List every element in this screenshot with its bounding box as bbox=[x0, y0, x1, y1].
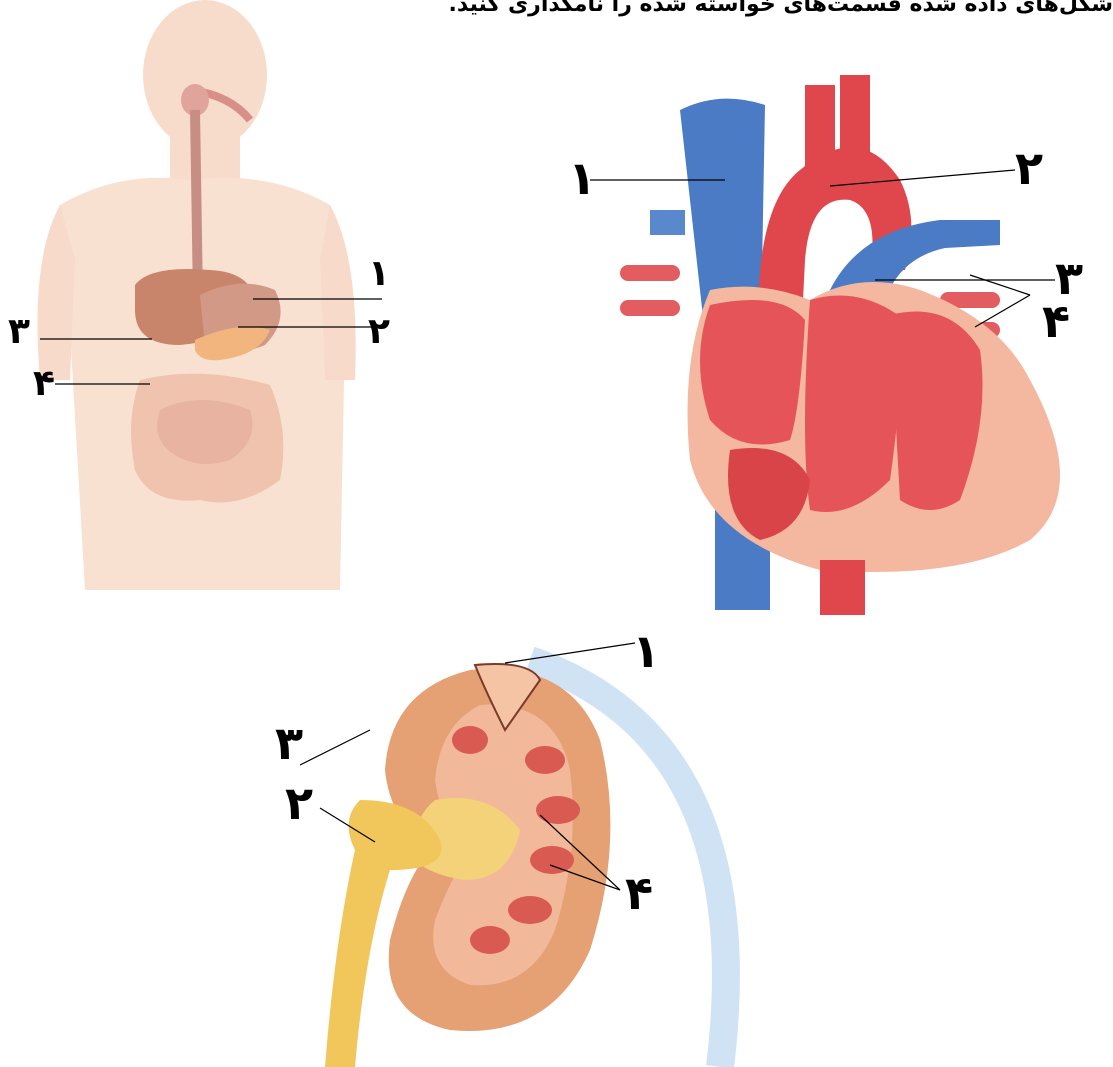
kidney-label-3: ۳ bbox=[275, 720, 303, 766]
digestive-diagram: ۱ ۲ ۳ ۴ bbox=[0, 0, 400, 590]
digestive-label-3: ۳ bbox=[8, 314, 30, 350]
digestive-label-4: ۴ bbox=[33, 366, 55, 402]
digestive-label-2: ۲ bbox=[368, 314, 390, 350]
kidney-label-1: ۱ bbox=[632, 628, 660, 674]
kidney-illustration bbox=[240, 620, 800, 1067]
heart-diagram: ۱ ۲ ۳ ۴ bbox=[560, 60, 1113, 620]
digestive-label-1: ۱ bbox=[368, 256, 390, 292]
heart-label-1: ۱ bbox=[568, 155, 596, 201]
heart-label-2: ۲ bbox=[1015, 145, 1043, 191]
kidney-label-4: ۴ bbox=[625, 870, 653, 916]
heart-label-4: ۴ bbox=[1042, 298, 1070, 344]
kidney-diagram: ۱ ۲ ۳ ۴ bbox=[240, 620, 800, 1067]
digestive-illustration bbox=[0, 0, 400, 590]
instruction-text: شکل‌های داده شده قسمت‌های خواسته شده را … bbox=[413, 0, 1113, 18]
kidney-label-2: ۲ bbox=[285, 780, 313, 826]
